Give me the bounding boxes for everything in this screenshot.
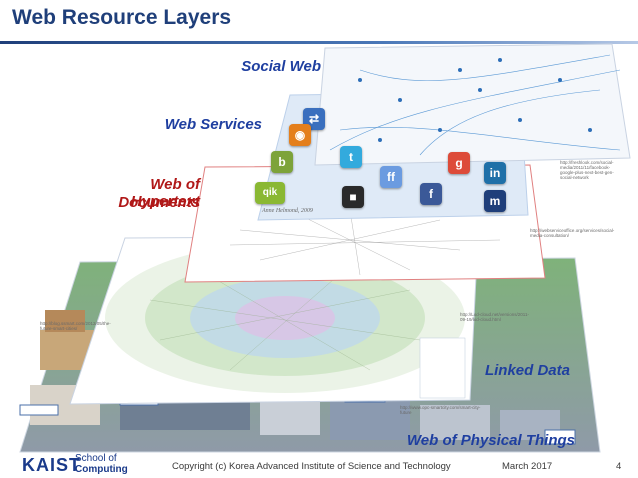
note-things-bottom: http://www.opc-smartcity.com/smart-city-… — [400, 405, 481, 415]
school-name: School of Computing — [75, 453, 128, 475]
qik-icon: qik — [255, 182, 285, 204]
linkedin-icon: in — [484, 162, 506, 184]
note-linked: http://Lod-cloud.net/versions/2011-09-19… — [460, 312, 529, 322]
label-hypertext-line2: Documents — [118, 194, 200, 211]
myspace-icon: m — [484, 190, 506, 212]
school-line1: School of — [75, 453, 117, 464]
slide-title: Web Resource Layers — [12, 6, 232, 29]
title-underline — [0, 41, 638, 44]
note-things-top: http://blog.ssmart.com/2012/05/the-futur… — [40, 321, 111, 331]
slide-date: March 2017 — [502, 461, 553, 472]
twitter-icon: t — [340, 146, 362, 168]
note-hypertext: http://webserviceoffice.org/services/soc… — [530, 228, 615, 238]
copyright-text: Copyright (c) Korea Advanced Institute o… — [172, 461, 451, 472]
label-physical-things: Web of Physical Things — [406, 432, 575, 449]
friendfeed-icon: ff — [380, 166, 402, 188]
label-social-web: Social Web — [241, 58, 321, 75]
blogger-icon: b — [271, 151, 293, 173]
rss-icon: ◉ — [289, 124, 311, 146]
note-social: http://freshlook.com/social-media/2011/1… — [560, 160, 614, 180]
label-web-services: Web Services — [164, 116, 262, 133]
hypertext-credit: Anne Helmond, 2009 — [262, 208, 313, 214]
google-icon: g — [448, 152, 470, 174]
facebook-icon: f — [420, 183, 442, 205]
delicious-icon: ■ — [342, 186, 364, 208]
kaist-logo: KAIST — [22, 455, 81, 475]
page-number: 4 — [616, 461, 622, 472]
label-linked-data: Linked Data — [484, 362, 570, 379]
school-line2: Computing — [75, 464, 128, 475]
label-hypertext-line1: Web of Hypertext — [130, 176, 200, 210]
social-web-panel — [314, 43, 631, 166]
